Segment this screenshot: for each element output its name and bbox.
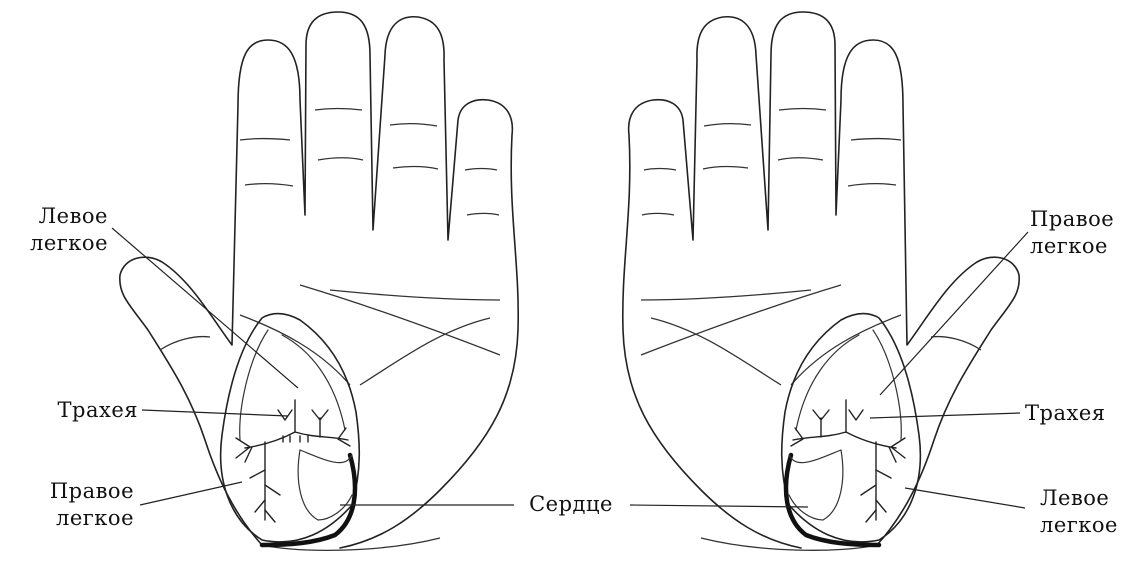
label-left-lung-rh-line1: Левое xyxy=(1040,485,1118,512)
label-left-lung-lh-line2: легкое xyxy=(8,230,108,257)
leader-left-lung-lh xyxy=(112,228,298,388)
label-left-lung-rh-line2: легкое xyxy=(1040,512,1118,539)
right-palm xyxy=(623,12,1028,550)
leader-left-lung-rh xyxy=(905,488,1025,508)
label-right-lung-rh-line2: легкое xyxy=(1030,233,1114,260)
label-right-lung-lh-line1: Правое xyxy=(4,478,134,505)
label-trachea-rh: Трахея xyxy=(1025,400,1106,427)
right-hand-outline xyxy=(623,12,1019,548)
label-left-lung-lh-line1: Левое xyxy=(8,203,108,230)
left-hand-outline xyxy=(120,12,518,548)
label-left-lung-lh: Левое легкое xyxy=(8,203,108,257)
left-hand-bronchial-tree xyxy=(236,400,350,522)
right-hand-bronchial-tree xyxy=(791,400,905,522)
label-right-lung-lh-line2: легкое xyxy=(4,505,134,532)
label-trachea-lh: Трахея xyxy=(8,397,138,424)
leader-right-lung-rh xyxy=(880,232,1028,395)
label-right-lung-rh-line1: Правое xyxy=(1030,206,1114,233)
leader-trachea-rh xyxy=(870,413,1020,418)
left-palm xyxy=(112,12,518,550)
label-heart: Сердце xyxy=(515,491,627,518)
label-left-lung-rh: Левое легкое xyxy=(1040,485,1118,539)
label-right-lung-lh: Правое легкое xyxy=(4,478,134,532)
label-right-lung-rh: Правое легкое xyxy=(1030,206,1114,260)
left-hand-lung-outline xyxy=(221,314,360,542)
right-hand-heart xyxy=(786,455,879,545)
left-hand-heart xyxy=(262,455,355,545)
right-hand-lung-outline xyxy=(782,314,921,542)
leader-trachea-lh xyxy=(142,410,288,416)
